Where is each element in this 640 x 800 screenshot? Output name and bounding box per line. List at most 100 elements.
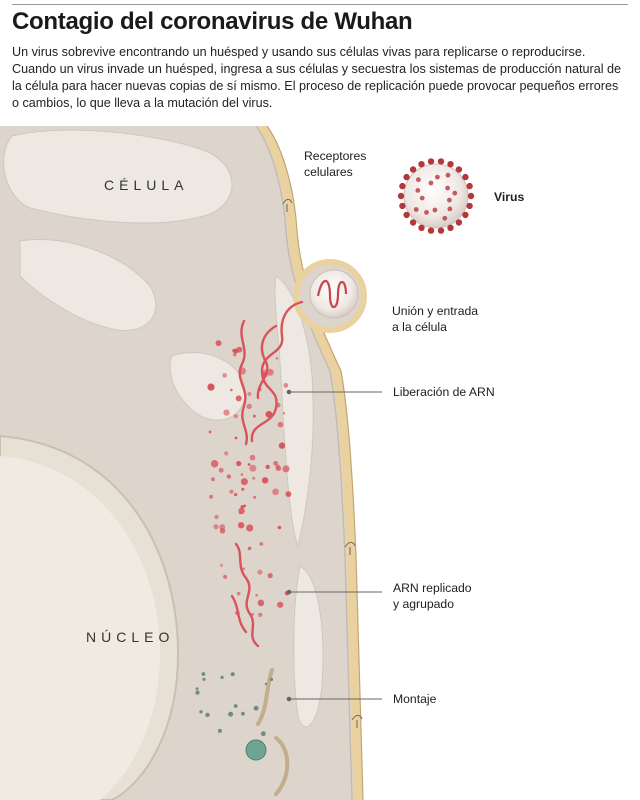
rna-droplet — [251, 613, 254, 616]
rna-droplet — [261, 477, 269, 484]
rna-droplet — [265, 411, 273, 418]
intro-paragraph: Un virus sobrevive encontrando un huéspe… — [12, 45, 622, 110]
protein-dot — [264, 682, 268, 686]
rna-droplet — [259, 542, 264, 546]
nucleus-label: NÚCLEO — [86, 629, 175, 645]
rna-droplet — [283, 383, 289, 388]
rna-droplet — [257, 387, 262, 392]
virus-spike — [427, 158, 435, 165]
rna-droplet — [266, 368, 274, 376]
rna-droplet — [265, 464, 270, 469]
virus-spike — [447, 206, 453, 212]
rna-droplet — [241, 487, 245, 491]
rna-droplet — [235, 610, 240, 616]
rna-droplet — [242, 567, 246, 571]
rna-droplet — [219, 563, 224, 567]
rna-droplet — [240, 473, 244, 476]
rna-droplet — [275, 402, 281, 408]
rna-droplet — [247, 546, 252, 551]
rna-droplet — [208, 430, 212, 434]
protein-dot — [195, 687, 199, 691]
rna-droplet — [235, 395, 242, 402]
virus-spike — [447, 161, 454, 168]
virus-spike — [452, 190, 458, 196]
virus-spike — [428, 180, 434, 186]
virus-spike — [437, 227, 445, 234]
virus-spike — [403, 173, 410, 181]
entering-virus — [309, 269, 359, 319]
rna-droplet — [237, 522, 245, 529]
virus-spike — [416, 177, 421, 183]
rna-droplet — [210, 460, 219, 468]
rna-droplet — [246, 403, 252, 410]
rna-droplet — [253, 495, 257, 499]
virus-spike — [442, 215, 448, 221]
virus-spike — [399, 182, 406, 190]
rna-droplet — [252, 476, 256, 480]
rna-droplets — [207, 340, 292, 617]
rna-droplet — [222, 373, 228, 378]
rna-replicated-label: ARN replicado y agrupado — [393, 581, 472, 611]
rna-droplet — [285, 491, 292, 497]
rna-droplet — [208, 383, 212, 387]
assembly-structures — [256, 668, 290, 796]
virus-label: Virus — [494, 190, 525, 204]
virus-spike — [447, 197, 452, 203]
rna-droplet — [257, 569, 263, 575]
virus-spike — [419, 195, 425, 201]
top-rule — [12, 4, 628, 5]
rna-droplet — [238, 511, 242, 515]
rna-droplet — [238, 367, 246, 375]
infection-diagram — [0, 126, 475, 800]
cell-label: CÉLULA — [104, 177, 189, 193]
assembly-label: Montaje — [393, 692, 437, 706]
protein-dot — [241, 711, 245, 716]
rna-droplet — [224, 451, 229, 456]
rna-droplet — [282, 465, 290, 473]
protein-dot — [253, 705, 259, 711]
rna-droplet — [236, 460, 242, 467]
rna-droplet — [246, 524, 254, 532]
virus-spike — [397, 192, 405, 200]
rna-droplet — [236, 591, 241, 596]
rna-droplet — [258, 612, 263, 617]
protein-dot — [220, 675, 224, 680]
rna-droplet — [262, 372, 268, 378]
virus-spike — [445, 172, 451, 178]
rna-droplet — [275, 357, 279, 360]
virus-spike — [466, 202, 473, 210]
rna-droplet — [249, 454, 256, 461]
virus-spike — [455, 166, 463, 173]
rna-droplet — [257, 599, 265, 607]
virus-spike — [427, 227, 435, 234]
rna-droplet — [247, 392, 252, 396]
virus-spike — [432, 207, 438, 213]
rna-droplet — [278, 442, 286, 449]
rna-strands — [230, 300, 304, 648]
virus-spike — [403, 211, 410, 219]
protein-dot — [260, 731, 266, 737]
protein-dot — [195, 690, 200, 695]
protein-dot — [217, 728, 222, 733]
rna-droplet — [234, 436, 238, 440]
rna-droplet — [215, 340, 222, 347]
protein-dot — [269, 677, 274, 682]
rna-droplet — [234, 493, 238, 497]
rna-droplet — [232, 348, 237, 353]
rna-droplet — [209, 494, 214, 499]
rna-droplet — [218, 467, 224, 473]
rna-droplet — [223, 574, 228, 579]
rna-droplet — [255, 593, 259, 597]
rna-droplet — [277, 421, 284, 428]
cell-receptor — [351, 714, 363, 728]
virus-spike — [409, 219, 417, 226]
receptors-label: Receptores celulares — [304, 149, 367, 179]
virus-spike — [418, 224, 425, 231]
virus-spike — [415, 188, 421, 193]
cell-receptor — [344, 541, 356, 555]
protein-dots — [195, 672, 274, 737]
rna-droplet — [211, 477, 215, 482]
organelle — [3, 129, 233, 224]
rna-droplet — [252, 414, 256, 418]
virus-spike — [399, 202, 406, 210]
